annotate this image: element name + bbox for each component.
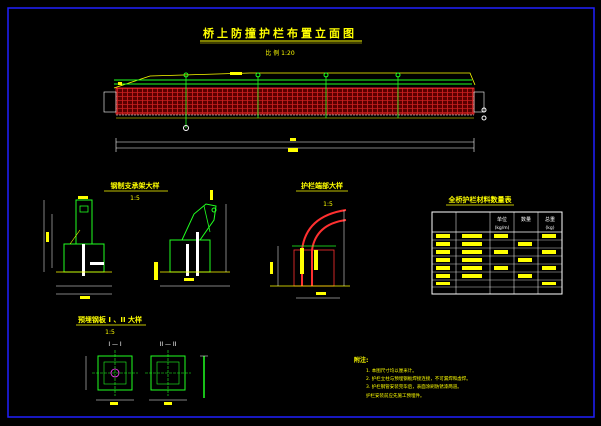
detail-c-sub-right: II — II (160, 341, 177, 348)
table-header-qty: 数量 (521, 216, 531, 223)
main-scale-label: 比 例 1:20 (265, 49, 294, 57)
embedded-plate-i (85, 350, 138, 405)
materials-table (431, 211, 563, 295)
guardrail-elevation (103, 72, 487, 152)
notes-line-2: 2. 护栏立柱与预埋钢板焊接连接，不可漏焊和虚焊。 (366, 375, 471, 382)
table-unit-kg: (kg) (546, 225, 555, 231)
detail-b-title: 护栏端部大样 (301, 181, 343, 190)
table-title: 全桥护栏材料数量表 (448, 195, 513, 204)
table-unit-kgm: (kg/m) (495, 225, 510, 231)
detail-c-title: 预埋钢板 I 、II 大样 (78, 315, 142, 324)
detail-b-scale: 1:5 (323, 201, 333, 208)
guardrail-end-detail (270, 209, 350, 299)
notes-line-3: 3. 护栏钢管安装完毕后，表面涂刷防锈漆两道。 (366, 383, 462, 390)
table-header-unit: 单位 (497, 216, 507, 223)
detail-c-sub-left: I — I (108, 341, 122, 348)
embedded-plate-ii (145, 350, 208, 405)
support-bracket-front-view (43, 196, 112, 299)
notes-line-4: 护栏安装前应先施工预埋件。 (366, 392, 425, 399)
notes-heading: 附注: (354, 356, 368, 364)
detail-c-scale: 1:5 (105, 329, 115, 336)
support-bracket-side-view (154, 190, 230, 287)
detail-a-scale: 1:5 (130, 195, 140, 202)
detail-a-title: 钢制支承架大样 (111, 181, 160, 190)
notes-line-1: 1. 本图尺寸均以厘米计。 (366, 367, 417, 374)
drawing-frame (7, 7, 595, 418)
drawing-title: 桥上防撞护栏布置立面图 (203, 26, 357, 40)
table-header-weight: 总重 (545, 216, 555, 223)
